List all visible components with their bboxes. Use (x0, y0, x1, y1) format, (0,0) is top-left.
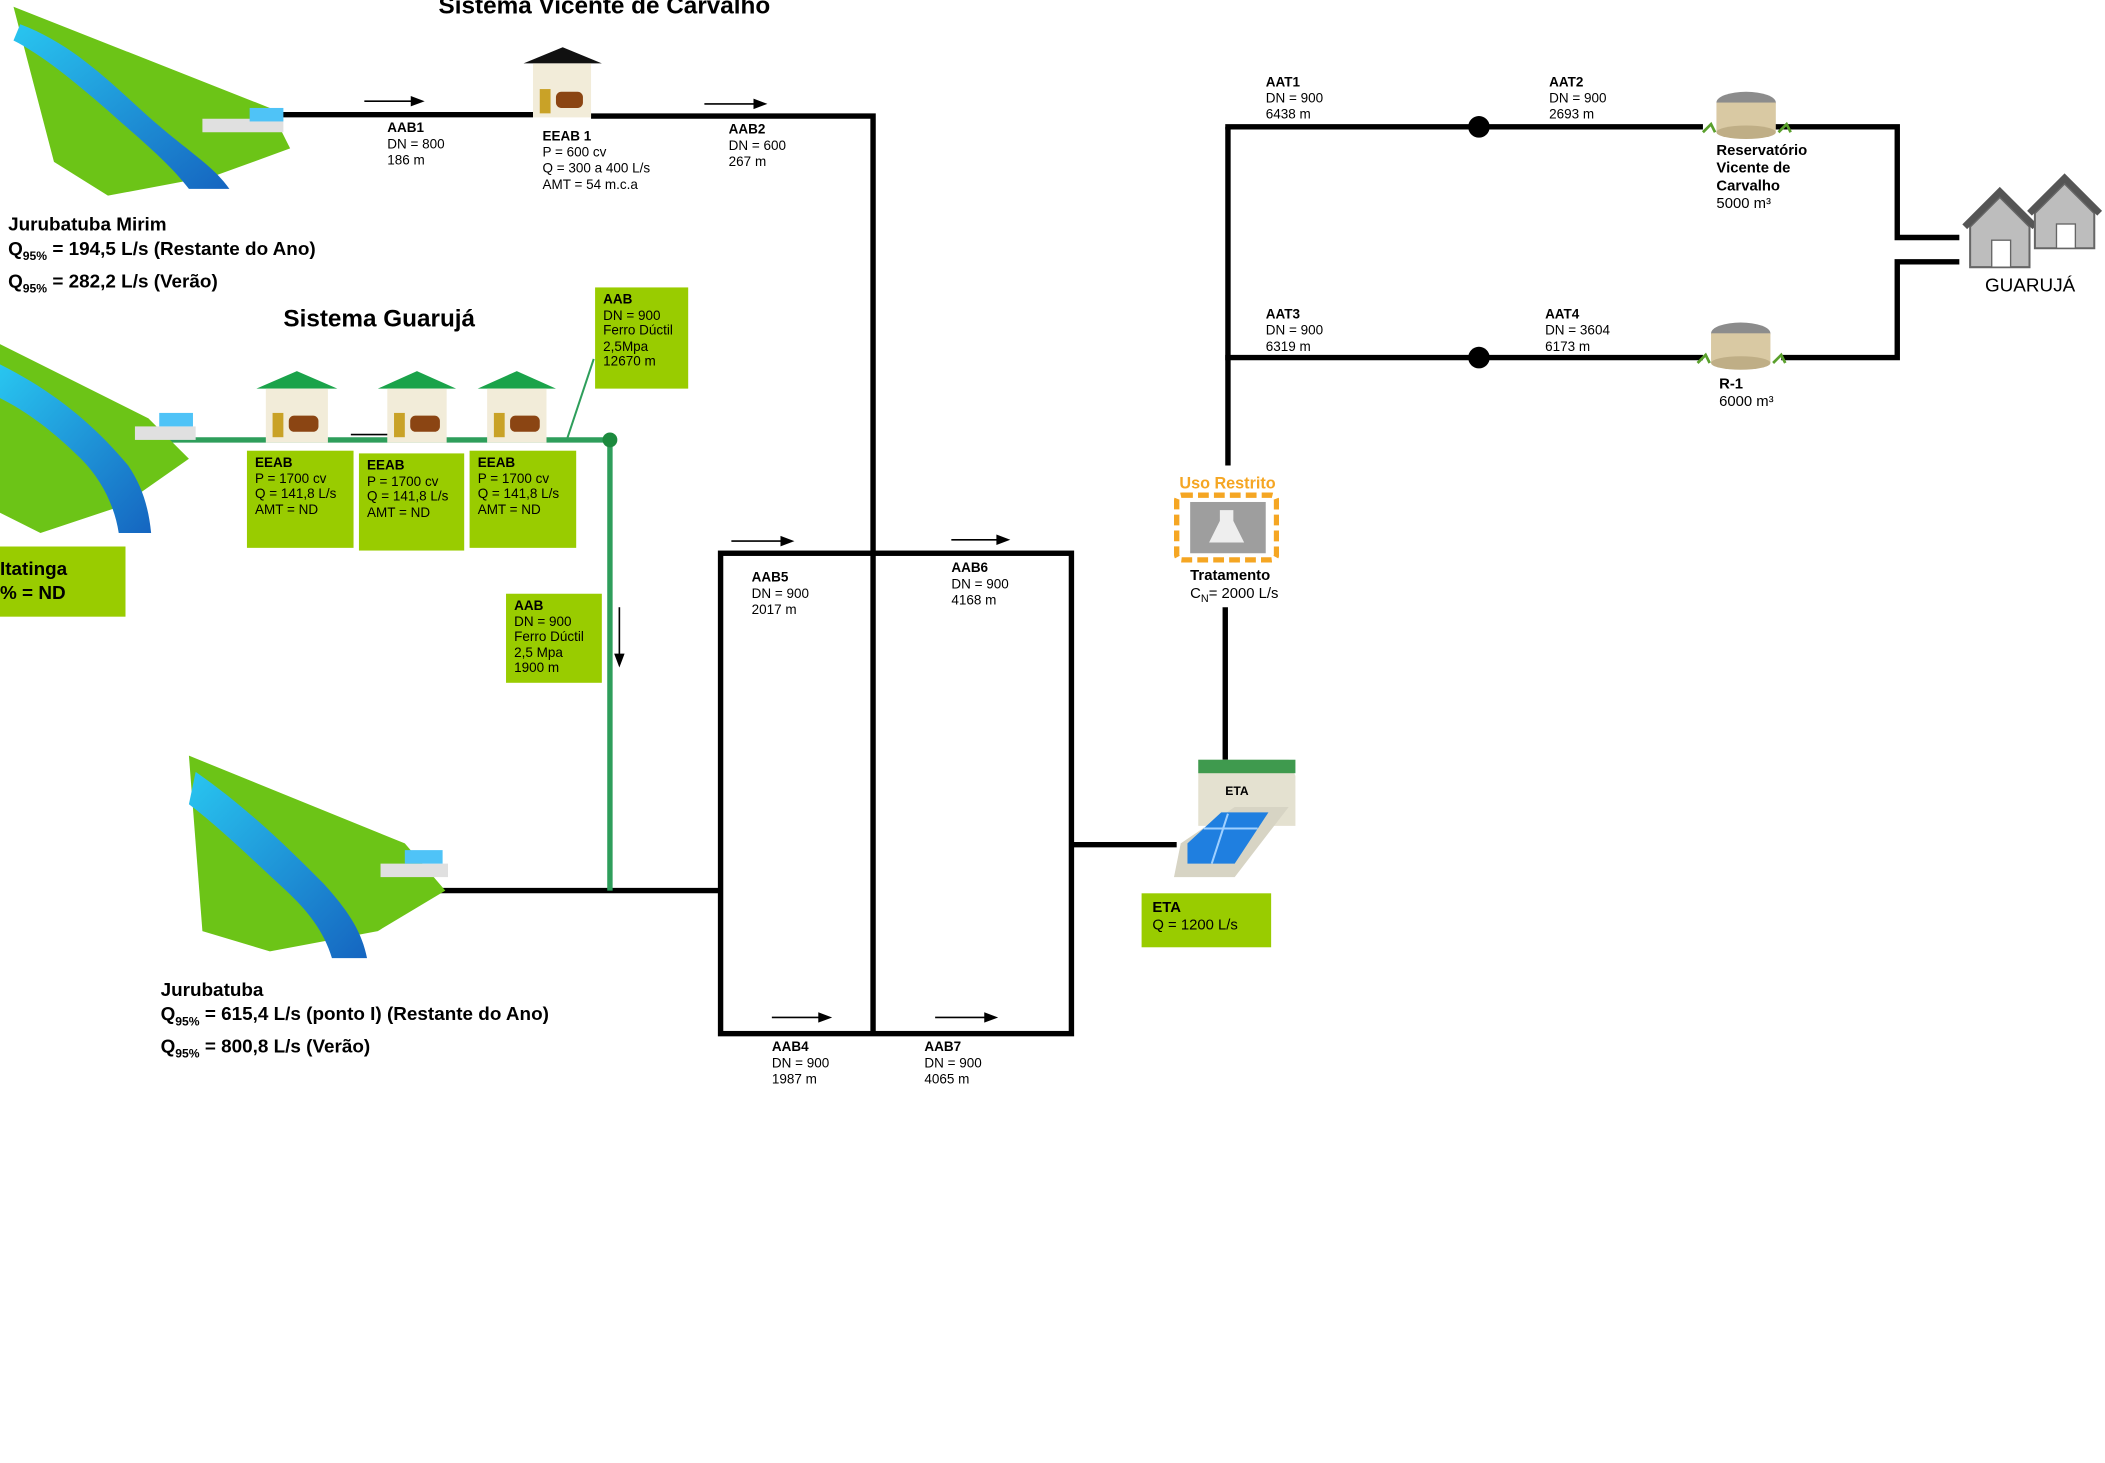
pipe-loop-aab (717, 550, 1075, 1037)
river-icon-jurubatuba (188, 755, 449, 959)
junction-node-green (602, 432, 618, 448)
eta-building-icon (1173, 759, 1296, 878)
pump-house-icon-guaruja-3 (477, 371, 556, 443)
pipe-r1-city (1781, 259, 1960, 361)
reservoir-icon-r1 (1696, 322, 1787, 370)
flask-icon (1190, 501, 1266, 554)
flow-arrows (350, 95, 1011, 1023)
pump-house-icon-eeab1 (523, 47, 602, 118)
junction-node-2 (1468, 346, 1490, 369)
pipe-aab2 (591, 113, 876, 554)
pump-house-icon-guaruja-2 (377, 371, 457, 443)
restricted-use-label: Uso Restrito (1179, 473, 1276, 493)
treatment-label: Tratamento CN= 2000 L/s (1190, 568, 1279, 605)
source-label-itatinga: Itatinga % = ND (0, 546, 126, 617)
river-icon-mirim (13, 6, 291, 196)
junction-node-1 (1468, 116, 1490, 138)
source-label-jurubatuba: Jurubatuba Q95% = 615,4 L/s (ponto I) (R… (160, 978, 549, 1061)
title-vicente: Sistema Vicente de Carvalho (438, 0, 771, 19)
river-icon-itatinga (0, 344, 196, 534)
restricted-use-frame (1173, 492, 1280, 563)
callout-line (565, 358, 595, 441)
eta-sign: ETA (1225, 784, 1249, 798)
city-label: GUARUJÁ (1984, 273, 2076, 296)
pipe-network (0, 6, 2103, 1037)
city-houses-icon (1962, 173, 2103, 269)
pipe-vc-city (1767, 124, 1960, 241)
source-label-mirim: Jurubatuba Mirim Q95% = 194,5 L/s (Resta… (8, 213, 316, 295)
title-guaruja: Sistema Guarujá (283, 304, 476, 332)
reservoir-icon-vicente (1701, 91, 1792, 139)
pump-house-icon-guaruja-1 (256, 371, 338, 443)
